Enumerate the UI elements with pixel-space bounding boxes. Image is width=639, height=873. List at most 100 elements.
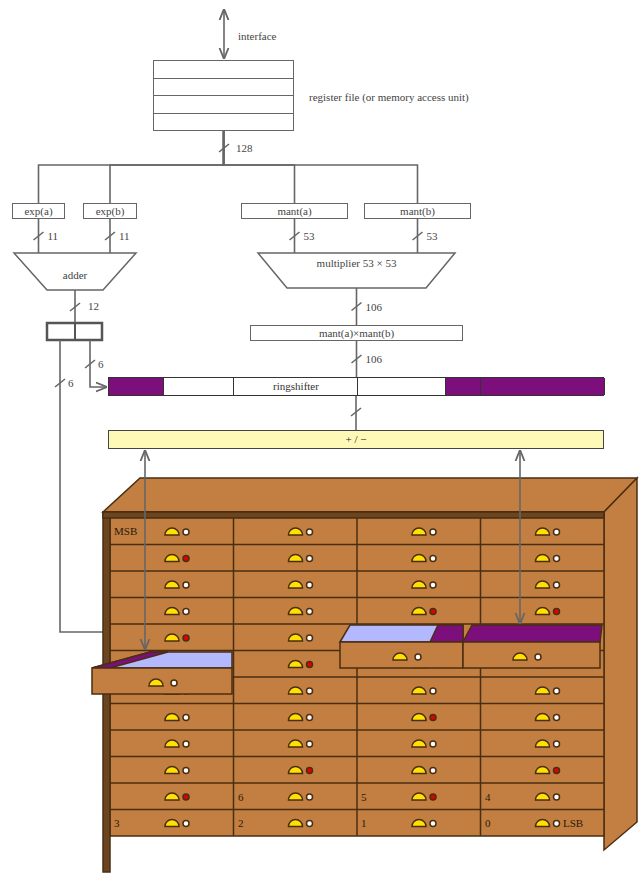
drawer-light: [535, 654, 541, 660]
node-text: register file (or memory access unit): [309, 91, 469, 103]
drawer-handle: [165, 820, 179, 827]
connector: [39, 131, 224, 203]
drawer-light: [430, 582, 436, 588]
register-row: [154, 78, 293, 79]
drawer-light: [554, 529, 560, 535]
drawer-handle: [165, 528, 179, 535]
product-box: mant(a)×mant(b): [250, 325, 463, 341]
drawer-handle: [412, 714, 426, 721]
drawer-handle: [536, 528, 550, 535]
drawer-light: [430, 768, 436, 774]
drawer-light: [430, 529, 436, 535]
drawer-label: 2: [238, 818, 244, 829]
drawer-light: [307, 741, 313, 747]
bus-label: 6: [98, 359, 104, 370]
mant-box: mant(a): [241, 203, 348, 219]
node-text: mant(b): [400, 206, 435, 217]
drawer-gap: [233, 518, 235, 836]
bus-width: 11: [119, 231, 130, 242]
drawer-label: 3: [114, 818, 120, 829]
bus-label: 6: [68, 378, 74, 389]
drawer-handle: [412, 687, 426, 694]
drawer-light: [430, 715, 436, 721]
drawer-handle: [536, 767, 550, 774]
drawer-handle: [289, 661, 303, 668]
drawer-handle: [289, 820, 303, 827]
drawer-light: [307, 635, 313, 641]
bus-slash: [413, 232, 423, 240]
drawer-light: [183, 609, 189, 615]
drawer-top: [92, 652, 168, 668]
node-text: ringshifter: [234, 380, 358, 393]
drawer-light: [183, 794, 189, 800]
drawer-top: [463, 625, 602, 642]
bus-slash: [352, 355, 362, 363]
drawer-handle: [289, 767, 303, 774]
drawer-light: [554, 715, 560, 721]
drawer-handle: [536, 608, 550, 615]
bus-width: 53: [304, 231, 315, 242]
drawer-top: [92, 652, 232, 668]
drawer-handle: [165, 740, 179, 747]
drawer-handle: [289, 608, 303, 615]
drawer-label: 4: [485, 792, 491, 803]
drawer-arrows: [145, 451, 520, 649]
bus-label: 12: [88, 301, 99, 312]
exp-box: exp(a): [12, 203, 65, 219]
drawer-light: [183, 529, 189, 535]
drawer-light: [183, 821, 189, 827]
drawer-handle: [289, 714, 303, 721]
drawer-label: 6: [238, 792, 244, 803]
drawer-handle: [412, 820, 426, 827]
drawer-front: [463, 642, 600, 668]
drawer-label: 5: [361, 792, 367, 803]
drawer-light: [307, 768, 313, 774]
drawer-light: [554, 821, 560, 827]
node-text: + / −: [109, 431, 603, 447]
drawer-front: [340, 642, 463, 668]
ring-segment: [446, 378, 481, 395]
addsub-bar: + / −: [108, 430, 604, 449]
cabinet-top: [103, 478, 637, 512]
drawer-handle: [536, 581, 550, 588]
drawer-handle: [289, 793, 303, 800]
node-text: exp(b): [96, 206, 125, 217]
drawer-handle: [412, 793, 426, 800]
drawer-handle: [513, 653, 527, 660]
drawer-handle: [412, 528, 426, 535]
ring-segment: [164, 378, 234, 395]
drawer-gap: [480, 518, 482, 836]
drawer-handle: [165, 555, 179, 562]
drawer-handle: [536, 687, 550, 694]
ring-segment: [481, 378, 605, 395]
node-text: mant(a)×mant(b): [319, 328, 394, 339]
drawer-handle: [165, 581, 179, 588]
drawer-light: [307, 556, 313, 562]
drawer-handle: [149, 679, 163, 686]
drawer-top: [340, 625, 463, 642]
shift-amount-wire: [90, 340, 106, 387]
bus-width: 11: [48, 231, 59, 242]
drawer-light: [554, 609, 560, 615]
trapezoid-shape: [258, 253, 455, 288]
drawer-handle: [412, 581, 426, 588]
drawer-light: [430, 794, 436, 800]
drawer-light: [554, 794, 560, 800]
bus-slash: [105, 232, 115, 240]
node-text: mant(a): [277, 206, 311, 217]
drawer-top: [430, 625, 463, 642]
drawer-light: [307, 821, 313, 827]
connector: [224, 131, 418, 203]
drawer-handle: [412, 740, 426, 747]
drawer-light: [307, 529, 313, 535]
data-arrow: [144, 451, 146, 649]
drawer-light: [430, 688, 436, 694]
drawer-handle: [165, 714, 179, 721]
drawer-light: [430, 609, 436, 615]
drawer-handle: [289, 687, 303, 694]
ring-segment: [109, 378, 164, 395]
drawer-label: 1: [361, 818, 367, 829]
drawer-handle: [412, 767, 426, 774]
data-arrow: [519, 451, 521, 623]
drawer-light: [307, 715, 313, 721]
